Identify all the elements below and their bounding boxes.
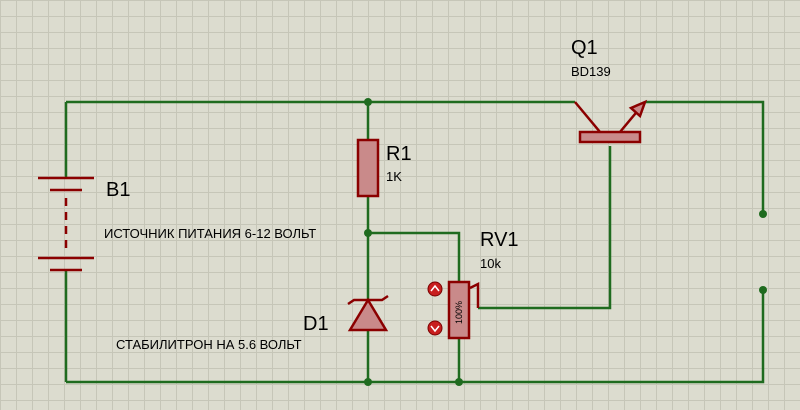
battery-b1[interactable]: B1 [38, 176, 130, 272]
resistor-r1[interactable]: R1 1K [356, 138, 412, 198]
power-source-note: ИСТОЧНИК ПИТАНИЯ 6-12 ВОЛЬТ [104, 226, 316, 241]
wires [64, 100, 765, 384]
pot-decrease-control[interactable] [427, 281, 443, 297]
resistor-body [356, 138, 380, 198]
transistor-base-bar [578, 130, 642, 144]
pot-ref: RV1 [480, 229, 519, 251]
junction-dot [364, 378, 372, 386]
pot-wiper-arrow [469, 281, 480, 308]
resistor-value: 1K [386, 169, 402, 184]
transistor-ref: Q1 [571, 37, 598, 59]
pot-position-label: 100% [454, 301, 464, 324]
zener-ref: D1 [303, 313, 329, 335]
transistor-collector [574, 101, 601, 133]
junctions [364, 98, 767, 386]
zener-note: СТАБИЛИТРОН НА 5.6 ВОЛЬТ [116, 337, 302, 352]
pot-body [447, 280, 471, 340]
pot-up-arrow-icon [430, 284, 440, 292]
pot-down-arrow-icon [430, 325, 440, 333]
junction-dot [455, 378, 463, 386]
zener-d1[interactable]: D1 [303, 294, 389, 335]
transistor-q1[interactable]: Q1 BD139 [571, 37, 648, 144]
pot-value: 10k [480, 256, 501, 271]
output-terminal-bottom[interactable] [759, 286, 767, 294]
junction-dot [364, 229, 372, 237]
transistor-value: BD139 [571, 64, 611, 79]
transistor-emitter-arrow [628, 99, 648, 119]
wire-wiper-to-base [478, 146, 612, 310]
junction-dot [364, 98, 372, 106]
wire-bottom-rail [66, 290, 765, 384]
wire-pot-top [368, 231, 461, 282]
battery-ref: B1 [106, 179, 130, 201]
output-terminal-top[interactable] [759, 210, 767, 218]
potentiometer-rv1[interactable]: 100% RV1 10k [427, 229, 519, 340]
resistor-ref: R1 [386, 143, 412, 165]
wire-top-right [645, 100, 765, 214]
zener-triangle [347, 297, 389, 332]
pot-increase-control[interactable] [427, 320, 443, 336]
